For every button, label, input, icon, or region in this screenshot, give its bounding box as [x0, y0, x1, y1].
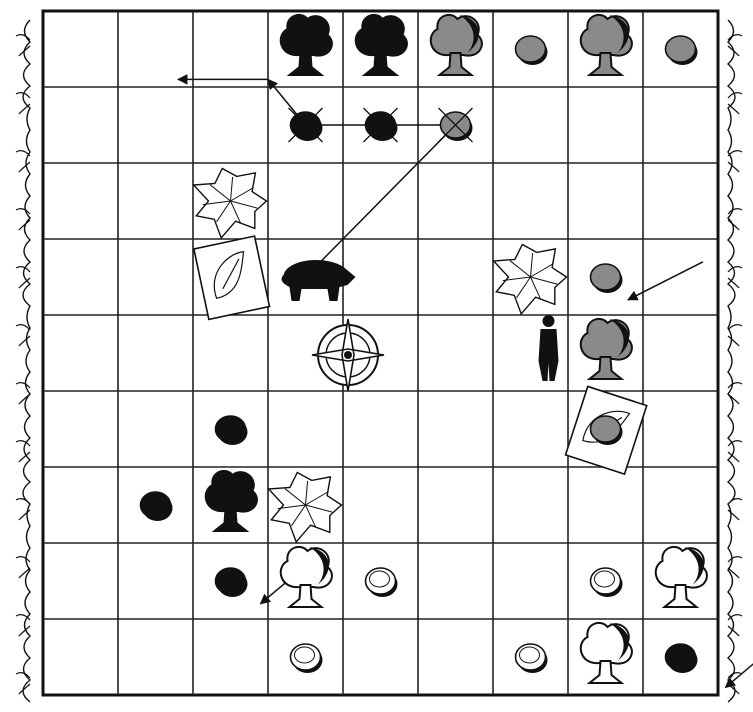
vine-tendril-icon — [16, 267, 30, 288]
black-stone-piece[interactable] — [289, 108, 323, 142]
black-stone-piece[interactable] — [364, 108, 398, 142]
grey-stone-piece[interactable] — [439, 108, 473, 142]
vine-tendril-icon — [16, 151, 30, 172]
vine-tendril-icon — [728, 151, 742, 172]
vine-icon — [23, 20, 30, 702]
vine-tendril-icon — [16, 35, 30, 56]
vine-icon — [728, 20, 735, 702]
vine-tendril-icon — [16, 383, 30, 404]
vine-tendril-icon — [728, 383, 742, 404]
vine-tendril-icon — [16, 325, 30, 346]
vine-tendril-icon — [728, 325, 742, 346]
vine-tendril-icon — [728, 267, 742, 288]
vine-tendril-icon — [728, 35, 742, 56]
vine-tendril-icon — [16, 673, 30, 694]
